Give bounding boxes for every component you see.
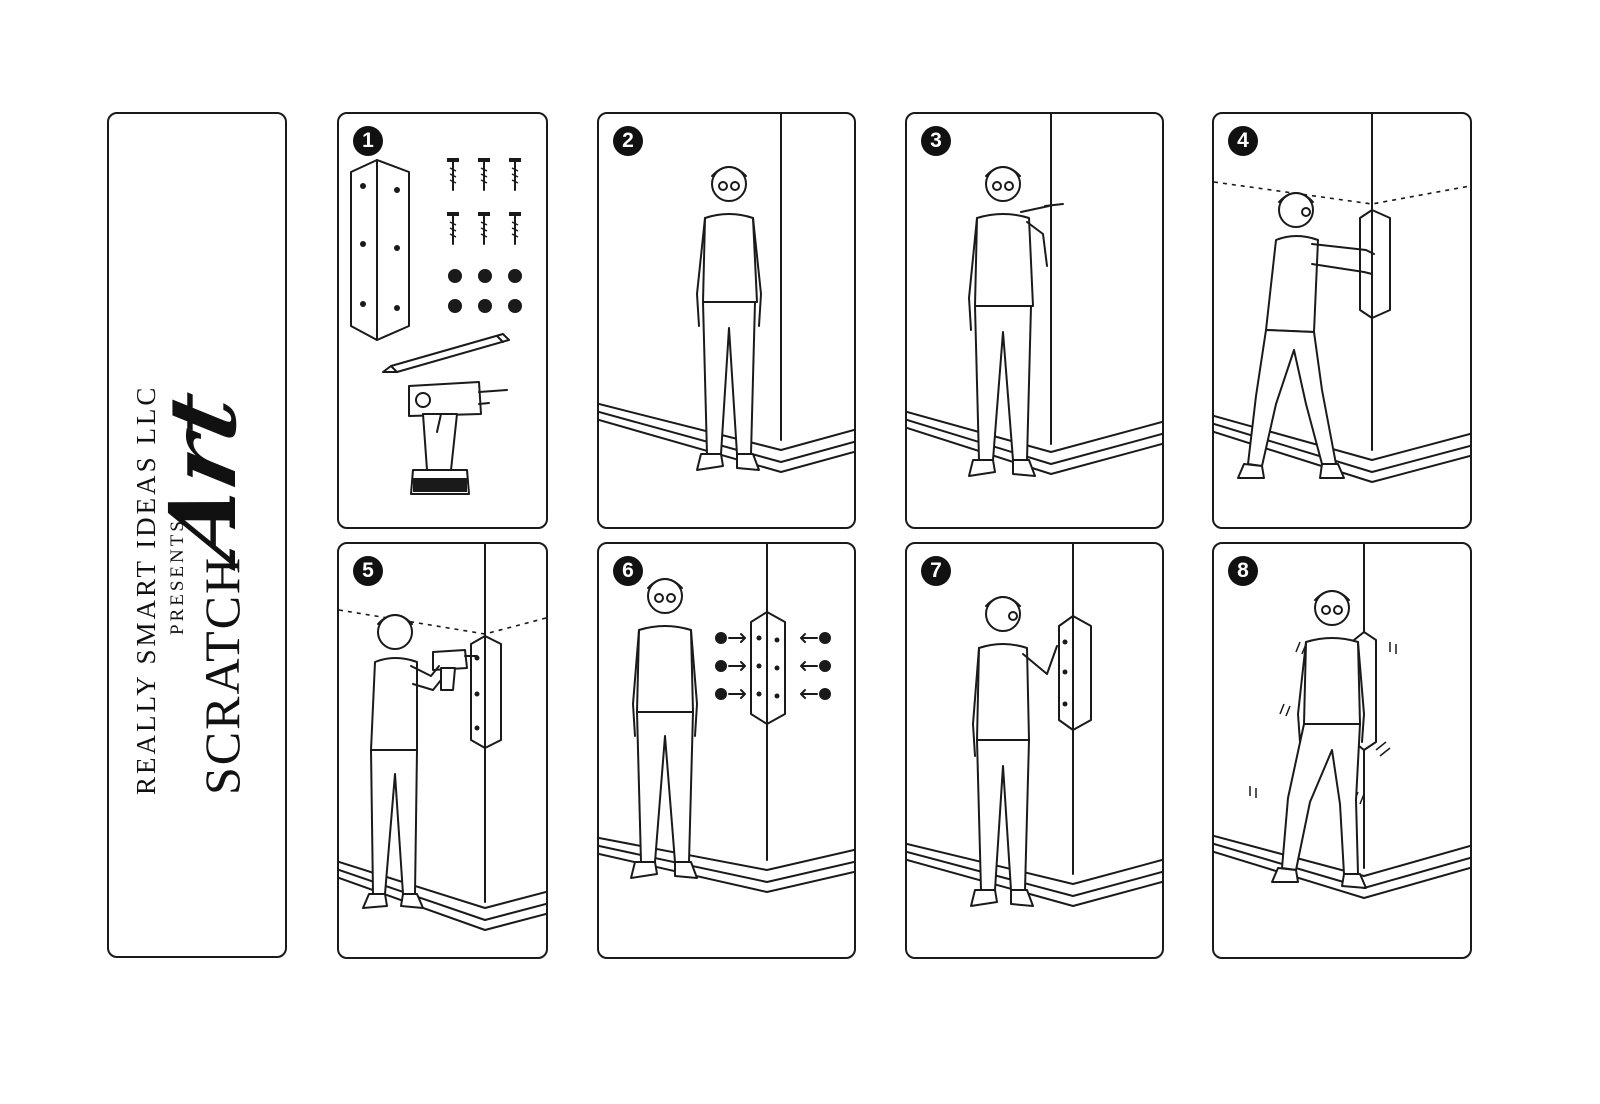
- corner-guard-part-icon: [470, 635, 502, 749]
- step-number-badge: 6: [613, 556, 643, 586]
- pencil-icon: [382, 333, 510, 373]
- corner-guard-part-icon: [350, 159, 410, 341]
- wall-anchors-icon: [715, 632, 831, 700]
- drill-holes-illustration: [339, 544, 546, 931]
- person-figure: [970, 596, 1058, 907]
- corner-guard-part-icon: [1058, 615, 1092, 731]
- corner-guard-part-icon: [750, 611, 786, 725]
- product-name-script: Art: [149, 383, 257, 569]
- title-block: REALLY SMART IDEAS LLC PRESENTS SCRATCH …: [109, 135, 285, 935]
- corner-guard-part-icon: [1359, 209, 1391, 319]
- power-drill-icon: [408, 381, 508, 495]
- product-name-plain: SCRATCH: [194, 555, 250, 795]
- wall-corner: [907, 544, 1162, 907]
- position-guard-illustration: [1214, 114, 1470, 483]
- step-number-badge: 7: [921, 556, 951, 586]
- insert-anchors-illustration: [599, 544, 854, 893]
- step-2-panel: 2: [597, 112, 856, 529]
- person-figure: [696, 166, 762, 471]
- title-panel: REALLY SMART IDEAS LLC PRESENTS SCRATCH …: [107, 112, 287, 958]
- power-drill-icon: [432, 649, 478, 691]
- person-figure: [1271, 590, 1367, 889]
- pencil-icon: [1044, 203, 1064, 207]
- scratch-back-illustration: [1214, 544, 1470, 899]
- wall-anchors-icon: [448, 269, 522, 313]
- step-3-panel: 3: [905, 112, 1164, 529]
- step-number-badge: 2: [613, 126, 643, 156]
- person-figure: [362, 614, 442, 909]
- step-number-badge: 8: [1228, 556, 1258, 586]
- step-8-panel: 8: [1212, 542, 1472, 959]
- screws-icon: [447, 158, 521, 245]
- step-1-panel: 1: [337, 112, 548, 529]
- mark-wall-illustration: [907, 114, 1162, 477]
- person-figure: [1237, 192, 1375, 479]
- wall-corner: [599, 114, 854, 473]
- person-figure: [630, 578, 698, 879]
- step-6-panel: 6: [597, 542, 856, 959]
- step-number-badge: 4: [1228, 126, 1258, 156]
- stand-at-corner-illustration: [599, 114, 854, 473]
- person-figure: [968, 166, 1050, 477]
- parts-illustration: [350, 158, 522, 495]
- step-number-badge: 3: [921, 126, 951, 156]
- step-7-panel: 7: [905, 542, 1164, 959]
- step-number-badge: 1: [353, 126, 383, 156]
- step-4-panel: 4: [1212, 112, 1472, 529]
- wall-corner: [339, 544, 546, 931]
- step-5-panel: 5: [337, 542, 548, 959]
- step-number-badge: 5: [353, 556, 383, 586]
- attach-guard-illustration: [907, 544, 1162, 907]
- wall-corner: [907, 114, 1162, 475]
